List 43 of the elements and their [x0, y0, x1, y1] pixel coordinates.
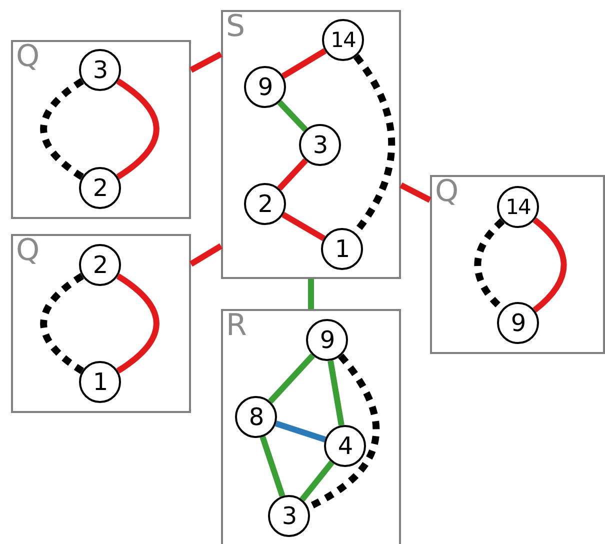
dashed-edge — [40, 78, 84, 180]
panel-label: Q — [16, 234, 40, 267]
panel-label: S — [226, 10, 246, 43]
vertex-circle: 3 — [79, 49, 121, 91]
graph-panel — [430, 175, 605, 354]
edge-line — [328, 360, 344, 426]
vertex-circle: 1 — [79, 361, 121, 403]
edge-line — [300, 460, 334, 502]
dashed-edge — [40, 273, 84, 374]
vertex-circle: 2 — [244, 183, 286, 225]
edge-line — [308, 279, 314, 309]
vertex-circle: 9 — [497, 302, 539, 344]
graph-panel — [221, 10, 401, 279]
edge-line — [277, 158, 308, 191]
edge-line — [116, 274, 160, 374]
vertex-circle: 3 — [299, 124, 341, 166]
edge-line — [189, 243, 223, 267]
edge-line — [282, 212, 326, 241]
vertex-circle: 1 — [321, 228, 363, 270]
vertex-circle: 4 — [324, 425, 366, 467]
vertex-circle: 14 — [322, 19, 364, 61]
edge-line — [116, 78, 160, 180]
edge-line — [268, 353, 315, 404]
edge-line — [400, 182, 432, 203]
vertex-circle: 14 — [497, 186, 539, 228]
panel-label: Q — [435, 175, 459, 208]
panel-label: Q — [16, 40, 40, 73]
edge-line — [190, 51, 222, 73]
vertex-circle: 2 — [79, 167, 121, 209]
vertex-circle: 9 — [306, 319, 348, 361]
graph-panel — [11, 234, 191, 413]
edge-line — [260, 436, 286, 498]
graph-panel — [221, 309, 401, 544]
edge-line — [532, 218, 567, 312]
graph-panel — [11, 40, 191, 219]
vertex-circle: 8 — [235, 396, 277, 438]
panel-label: R — [226, 309, 247, 342]
vertex-circle: 2 — [79, 244, 121, 286]
edge-line — [281, 48, 327, 79]
vertex-circle: 3 — [268, 495, 310, 537]
vertex-circle: 9 — [244, 66, 286, 108]
edge-line — [277, 100, 308, 132]
edge-line — [275, 420, 326, 442]
